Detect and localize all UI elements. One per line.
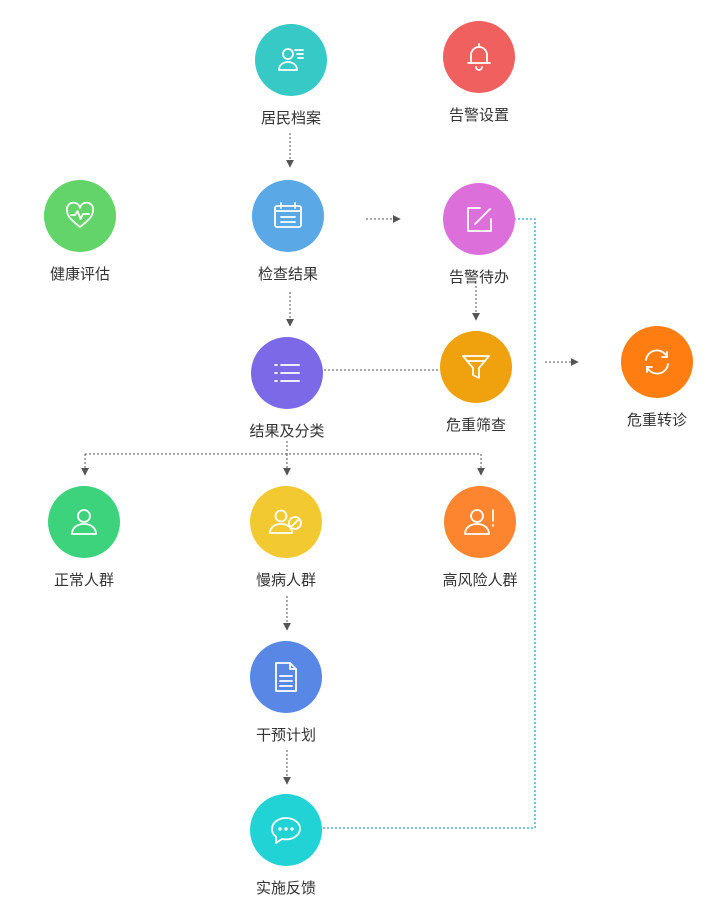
node-critical-screening[interactable]: 危重筛查 [416,331,536,435]
node-label: 危重转诊 [626,411,687,429]
node-label: 干预计划 [255,726,316,744]
refresh-icon [621,326,693,398]
node-label: 健康评估 [49,265,110,283]
node-label: 慢病人群 [255,571,316,589]
node-label: 危重筛查 [445,416,506,434]
node-critical-referral[interactable]: 危重转诊 [597,326,717,430]
document-icon [250,641,322,713]
node-label: 高风险人群 [442,571,518,589]
bell-icon [443,21,515,93]
node-intervention-plan[interactable]: 干预计划 [226,641,346,745]
node-exam-results[interactable]: 检查结果 [228,180,348,284]
node-label: 居民档案 [260,109,321,127]
node-normal-group[interactable]: 正常人群 [24,486,144,590]
link-feedback-to-pending [323,218,536,829]
heart-pulse-icon [44,180,116,252]
node-feedback[interactable]: 实施反馈 [226,794,346,898]
edit-icon [443,183,515,255]
node-alert-pending[interactable]: 告警待办 [419,183,539,287]
chat-bubble-icon [250,794,322,866]
node-label: 告警设置 [448,106,509,124]
funnel-icon [440,331,512,403]
node-resident-records[interactable]: 居民档案 [231,24,351,128]
node-chronic-group[interactable]: 慢病人群 [226,486,346,590]
node-label: 检查结果 [257,265,318,283]
person-card-icon [255,24,327,96]
user-icon [48,486,120,558]
node-label: 告警待办 [448,268,509,286]
node-results-classification[interactable]: 结果及分类 [227,337,347,441]
node-label: 正常人群 [53,571,114,589]
list-icon [251,337,323,409]
user-alert-icon [444,486,516,558]
node-alert-settings[interactable]: 告警设置 [419,21,539,125]
calendar-list-icon [252,180,324,252]
user-chronic-icon [250,486,322,558]
node-high-risk-group[interactable]: 高风险人群 [420,486,540,590]
node-health-assessment[interactable]: 健康评估 [20,180,140,284]
node-label: 实施反馈 [255,879,316,897]
node-label: 结果及分类 [249,422,325,440]
